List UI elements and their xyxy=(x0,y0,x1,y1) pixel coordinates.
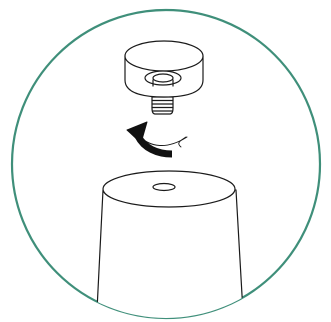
foot-cap-icon xyxy=(124,40,204,98)
rotate-arrow-icon xyxy=(126,121,188,158)
cylinder-post-icon xyxy=(95,170,245,318)
